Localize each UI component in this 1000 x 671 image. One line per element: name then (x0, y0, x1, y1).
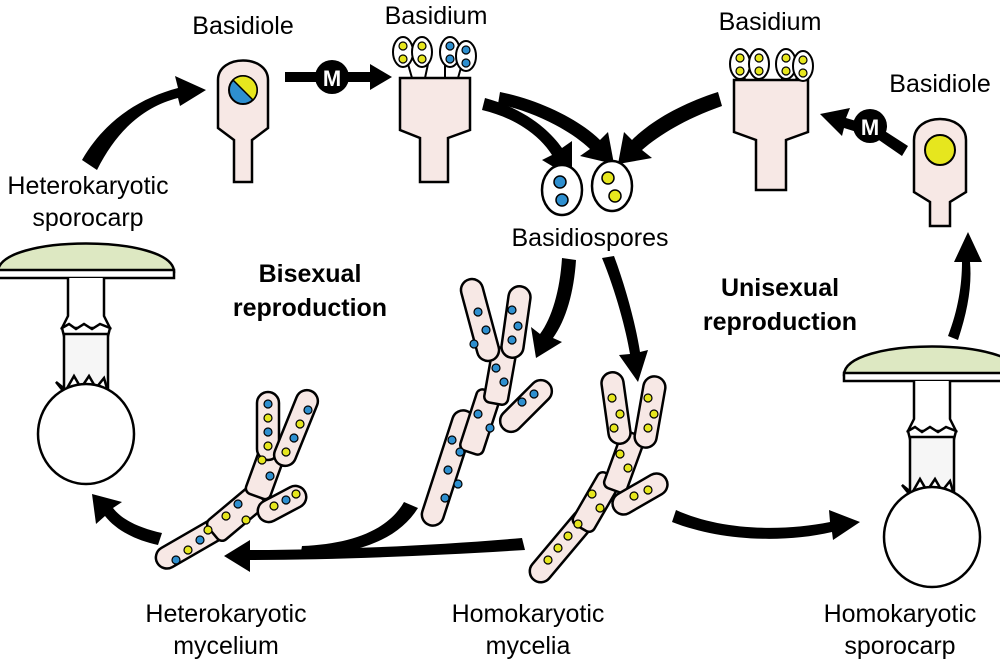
basidiole-right (912, 117, 968, 228)
label-homokaryotic-sporocarp-line1: Homokaryotic (824, 600, 977, 628)
arrow-basidium-right-to-spores (618, 92, 722, 164)
basidium-left (392, 36, 477, 184)
label-basidiospores: Basidiospores (511, 224, 668, 252)
label-bisexual-line1: Bisexual (259, 260, 362, 288)
arrow-basidium-to-spores-left (482, 98, 572, 178)
arrow-mycelia-to-homokaryotic-sporocarp (672, 510, 860, 540)
label-unisexual-line2: reproduction (703, 308, 857, 336)
basidiospore-yellow (590, 159, 634, 213)
basidiole-left (216, 59, 270, 184)
basidium-right (729, 48, 814, 192)
hypha-yellow (528, 370, 669, 584)
label-heterokaryotic-sporocarp-line2: sporocarp (32, 204, 143, 232)
label-basidiole-right: Basidiole (889, 70, 990, 98)
cycle-arrows (82, 76, 982, 572)
label-basidiole-left: Basidiole (192, 12, 293, 40)
arrow-mycelium-to-sporocarp (92, 494, 162, 545)
arrow-spores-to-yellow-hypha (602, 256, 648, 382)
heterokaryotic-sporocarp-mushroom (0, 242, 176, 486)
arrow-basidium-to-spores-merge (498, 92, 614, 164)
arrow-sporocarp-to-basidiole (82, 76, 206, 170)
meiosis-arrow-right: M (820, 108, 908, 156)
label-heterokaryotic-sporocarp-line1: Heterokaryotic (7, 172, 168, 200)
label-unisexual-line1: Unisexual (721, 274, 839, 302)
meiosis-arrow-left: M (285, 60, 392, 94)
basidiospore-blue (540, 163, 584, 217)
arrow-sporocarp-to-basidiole-right (948, 232, 982, 340)
label-heterokaryotic-mycelium-line2: mycelium (173, 632, 279, 660)
meiosis-badge-right: M (861, 115, 879, 140)
arrow-mycelia-to-heterokaryotic (224, 538, 525, 572)
label-homokaryotic-mycelia-line1: Homokaryotic (452, 600, 605, 628)
label-homokaryotic-sporocarp-line2: sporocarp (844, 632, 955, 660)
label-heterokaryotic-mycelium-line1: Heterokaryotic (145, 600, 306, 628)
label-basidium-right: Basidium (719, 8, 822, 36)
hypha-heterokaryotic (154, 388, 320, 570)
hypha-blue (420, 277, 554, 527)
label-bisexual-line2: reproduction (233, 294, 387, 322)
meiosis-badge-left: M (323, 66, 341, 91)
homokaryotic-sporocarp-mushroom (842, 345, 1000, 589)
arrow-blue-hypha-to-heterokaryotic (300, 502, 418, 557)
label-basidium-left: Basidium (385, 2, 488, 30)
arrow-spores-to-blue-hypha (531, 258, 576, 358)
label-homokaryotic-mycelia-line2: mycelia (486, 632, 571, 660)
